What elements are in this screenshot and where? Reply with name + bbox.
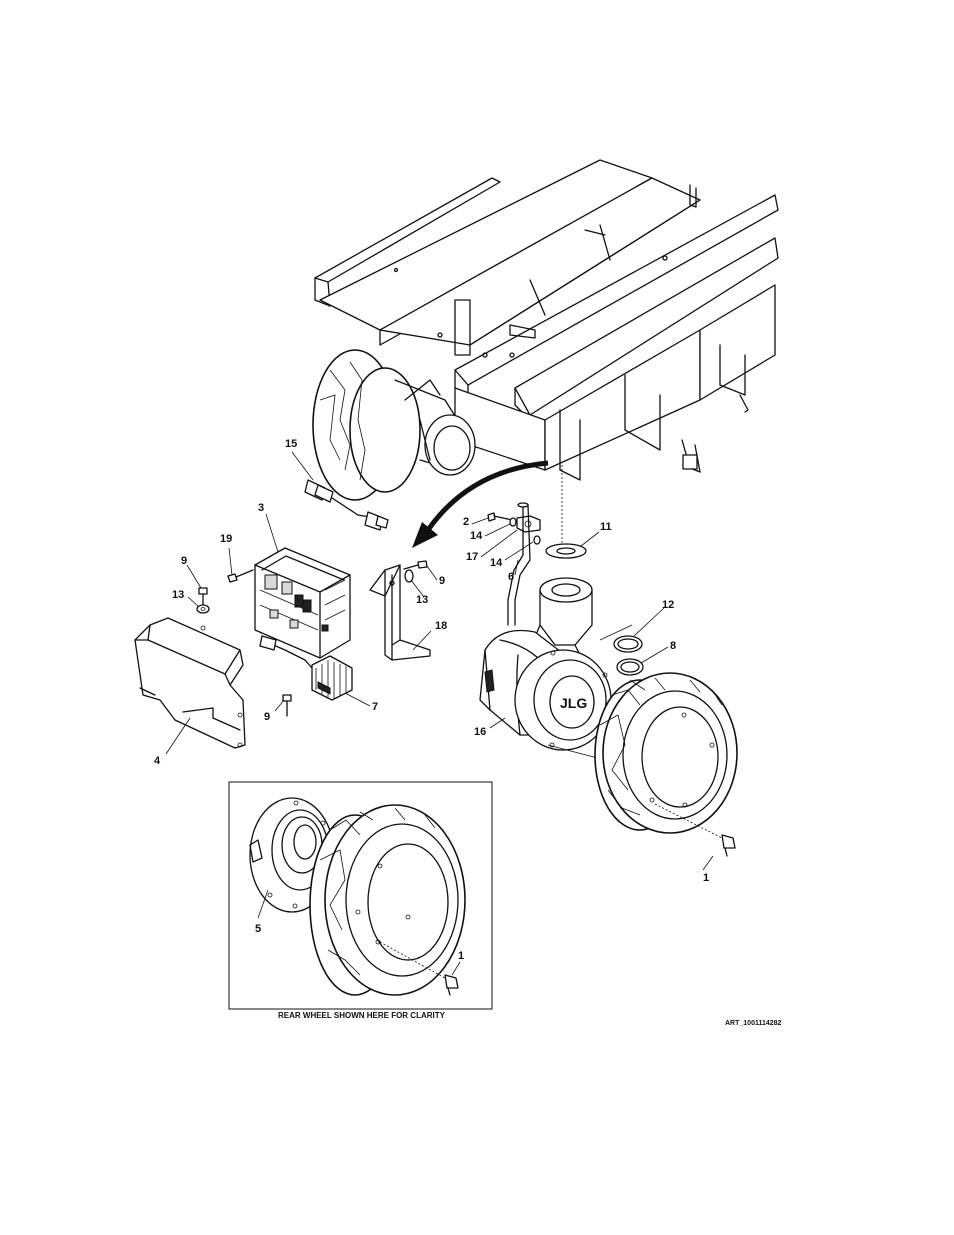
- part-19-screw: [227, 569, 254, 583]
- callout-19: 19: [220, 533, 232, 545]
- callout-1: 1: [458, 950, 464, 962]
- callout-17: 17: [466, 551, 478, 563]
- rear-wheel-main: [594, 672, 738, 834]
- part-14-washer-top: [509, 517, 517, 527]
- callout-2: 2: [463, 516, 469, 528]
- svg-text:JLG: JLG: [560, 695, 587, 711]
- callout-9: 9: [181, 555, 187, 567]
- inset-wheel: [309, 804, 466, 996]
- part-4-cover: [134, 617, 246, 749]
- part-13-washer-bracket: [404, 569, 414, 583]
- part-9-screw-bracket: [403, 560, 428, 570]
- part-16-drive-motor: JLG: [479, 577, 633, 761]
- part-14-washer-bottom: [533, 535, 541, 545]
- callout-labels: 15 3 19 9 13 4 9 7 18 9 13 2 14 17 14 6 …: [154, 438, 709, 962]
- part-8-ring: [616, 658, 644, 676]
- art-id: ART_1001114282: [725, 1020, 782, 1027]
- callout-12: 12: [662, 599, 674, 611]
- part-2-bolt: [487, 512, 513, 522]
- part-13-washer-left: [196, 604, 210, 614]
- callout-7: 7: [372, 701, 378, 713]
- callout-13: 13: [172, 589, 184, 601]
- part-11-washer: [545, 465, 587, 559]
- chassis-front-wheel: [312, 349, 476, 501]
- part-6-hose: [507, 502, 531, 626]
- callout-3: 3: [258, 502, 264, 514]
- leader-lines: [165, 451, 714, 976]
- callout-1: 1: [703, 872, 709, 884]
- callout-5: 5: [255, 923, 261, 935]
- part-1-lug-bolt: [654, 803, 736, 857]
- part-3-controller: [254, 547, 351, 659]
- part-12-ring: [613, 635, 643, 653]
- callout-15: 15: [285, 438, 297, 450]
- inset-box: [228, 781, 493, 1010]
- part-7-component: [259, 635, 353, 701]
- callout-14: 14: [470, 530, 483, 542]
- part-1-lug-bolt-inset: [379, 941, 459, 996]
- callout-11: 11: [600, 521, 612, 533]
- callout-6: 6: [508, 571, 514, 583]
- chassis-frame: [314, 159, 779, 481]
- callout-9: 9: [439, 575, 445, 587]
- callout-14: 14: [490, 557, 503, 569]
- callout-4: 4: [154, 755, 161, 767]
- inset-caption: REAR WHEEL SHOWN HERE FOR CLARITY: [278, 1011, 446, 1020]
- part-9-screw-bottom: [282, 694, 292, 717]
- callout-13: 13: [416, 594, 428, 606]
- exploded-view-arrow: [412, 460, 549, 548]
- callout-9: 9: [264, 711, 270, 723]
- part-15-sensor: [304, 479, 389, 531]
- callout-8: 8: [670, 640, 676, 652]
- callout-18: 18: [435, 620, 447, 632]
- part-18-bracket: [369, 564, 431, 661]
- callout-16: 16: [474, 726, 486, 738]
